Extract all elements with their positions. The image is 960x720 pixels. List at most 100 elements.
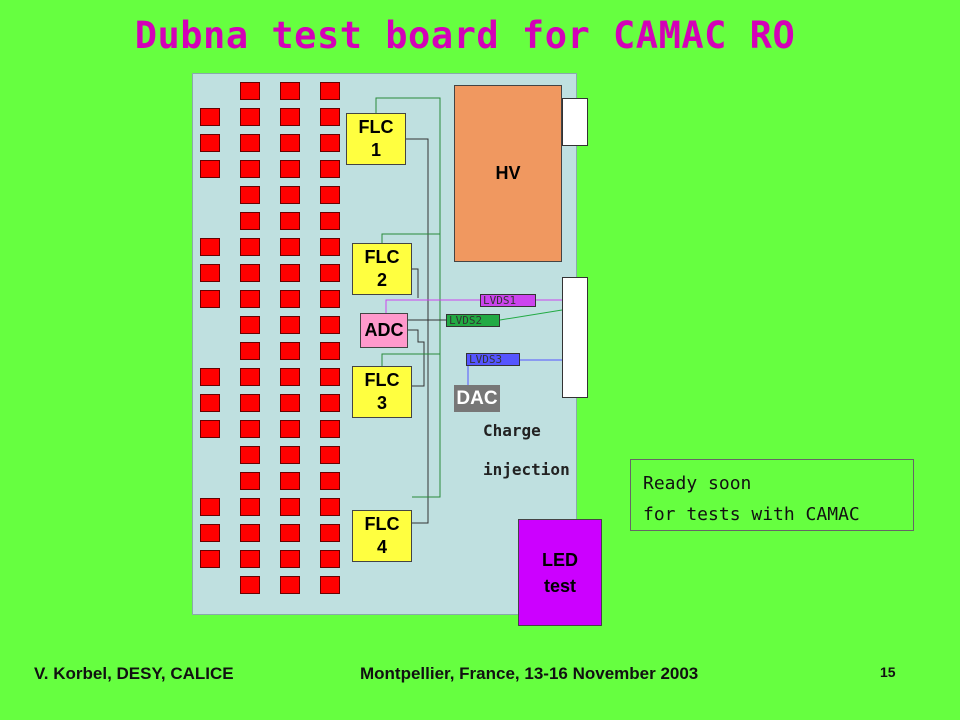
readout-pad (280, 160, 300, 178)
readout-pad (200, 420, 220, 438)
readout-pad (320, 342, 340, 360)
readout-pad (200, 108, 220, 126)
wire-flc2-green (381, 233, 440, 243)
wire-lvds2-out (499, 309, 563, 321)
readout-pad (240, 186, 260, 204)
readout-pad (240, 238, 260, 256)
readout-pad (320, 290, 340, 308)
wire-flc3-green (381, 353, 440, 366)
adc-chip: ADC (360, 313, 408, 348)
hv-connector (562, 98, 588, 146)
readout-pad (320, 238, 340, 256)
dac-chip: DAC (454, 385, 500, 412)
readout-pad (240, 342, 260, 360)
readout-pad (280, 394, 300, 412)
readout-pad (240, 212, 260, 230)
flc-3-chip: FLC 3 (352, 366, 412, 418)
readout-pad (200, 134, 220, 152)
readout-pad (320, 212, 340, 230)
readout-pad (280, 498, 300, 516)
readout-pad (280, 134, 300, 152)
readout-pad (240, 576, 260, 594)
lvds1-label: LVDS1 (480, 294, 536, 307)
readout-pad (200, 524, 220, 542)
readout-pad (200, 368, 220, 386)
readout-pad (280, 186, 300, 204)
wire-adc-black (408, 329, 425, 387)
lvds2-label: LVDS2 (446, 314, 500, 327)
readout-pad (240, 290, 260, 308)
readout-pad (240, 550, 260, 568)
readout-pad (240, 160, 260, 178)
readout-pad (280, 342, 300, 360)
wire-lvds1 (385, 299, 480, 313)
injection-label: injection (483, 460, 570, 479)
readout-pad (320, 550, 340, 568)
readout-pad (200, 238, 220, 256)
readout-pad (320, 108, 340, 126)
readout-pad (240, 524, 260, 542)
wire-flc2-black (412, 268, 419, 298)
readout-pad (320, 472, 340, 490)
readout-pad (320, 82, 340, 100)
readout-pad (240, 446, 260, 464)
readout-pad (320, 576, 340, 594)
wire-flc1-green (375, 97, 441, 355)
readout-pad (320, 498, 340, 516)
readout-pad (240, 472, 260, 490)
readout-pad (320, 160, 340, 178)
led-test-module: LED test (518, 519, 602, 626)
readout-pad (200, 290, 220, 308)
lvds-connector (562, 277, 588, 398)
page-number: 15 (880, 664, 896, 680)
readout-pad (240, 420, 260, 438)
readout-pad (200, 264, 220, 282)
ready-note-box: Ready soon for tests with CAMAC (630, 459, 914, 531)
readout-pad (200, 160, 220, 178)
slide-title: Dubna test board for CAMAC RO (134, 14, 796, 57)
readout-pad (280, 368, 300, 386)
readout-pad (280, 108, 300, 126)
readout-pad (200, 498, 220, 516)
readout-pad (280, 446, 300, 464)
readout-pad (320, 394, 340, 412)
readout-pad (280, 316, 300, 334)
wire-flc1-black (406, 138, 429, 406)
readout-pad (280, 290, 300, 308)
readout-pad (280, 82, 300, 100)
readout-pad (240, 498, 260, 516)
readout-pad (280, 524, 300, 542)
readout-pad (240, 82, 260, 100)
readout-pad (200, 550, 220, 568)
readout-pad (240, 316, 260, 334)
readout-pad (200, 394, 220, 412)
readout-pad (320, 368, 340, 386)
readout-pad (320, 186, 340, 204)
readout-pad (240, 368, 260, 386)
readout-pad (280, 576, 300, 594)
readout-pad (280, 420, 300, 438)
ready-line-2: for tests with CAMAC (643, 504, 860, 525)
readout-pad (240, 264, 260, 282)
readout-pad (240, 108, 260, 126)
footer-author: V. Korbel, DESY, CALICE (34, 664, 234, 683)
flc-2-chip: FLC 2 (352, 243, 412, 295)
lvds3-label: LVDS3 (466, 353, 520, 366)
flc-4-chip: FLC 4 (352, 510, 412, 562)
readout-pad (320, 264, 340, 282)
readout-pad (280, 550, 300, 568)
readout-pad (320, 316, 340, 334)
footer-event: Montpellier, France, 13-16 November 2003 (360, 664, 699, 683)
readout-pad (280, 264, 300, 282)
wire-flc4-black (412, 406, 429, 524)
readout-pad (280, 212, 300, 230)
hv-module: HV (454, 85, 562, 262)
readout-pad (320, 134, 340, 152)
readout-pad (240, 394, 260, 412)
ready-line-1: Ready soon (643, 473, 752, 494)
readout-pad (320, 446, 340, 464)
readout-pad (320, 524, 340, 542)
readout-pad (320, 420, 340, 438)
readout-pad (280, 238, 300, 256)
